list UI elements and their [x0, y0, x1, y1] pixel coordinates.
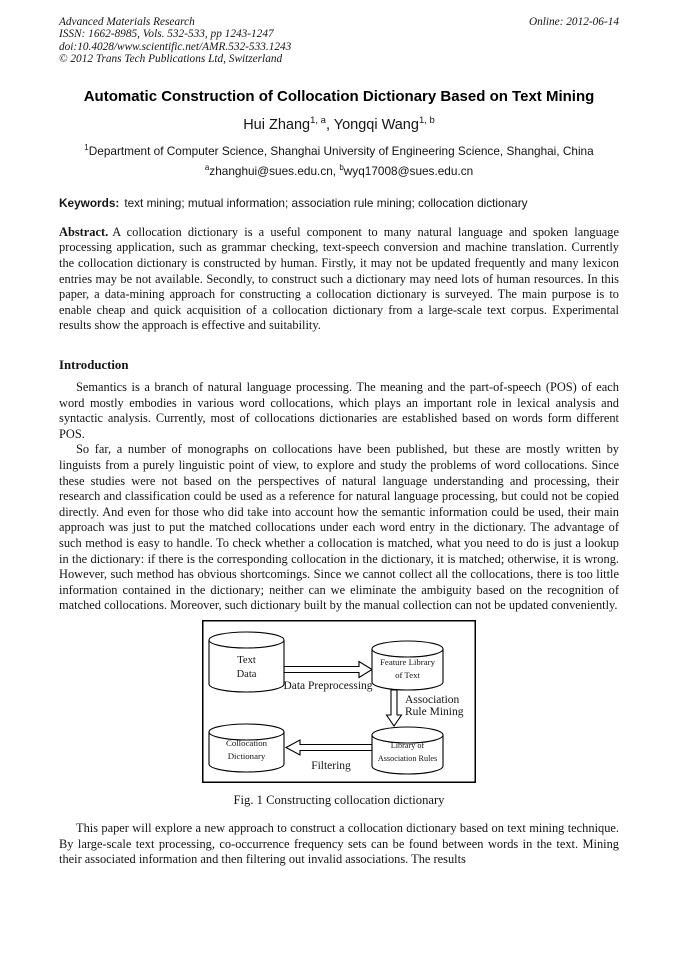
abstract-label: Abstract. — [59, 224, 109, 239]
text-data-label-line2: Data — [237, 669, 257, 680]
collocation-dictionary-label-line1: Collocation — [226, 738, 268, 748]
association-rule-mining-label-line1: Association — [405, 694, 460, 706]
keywords-text: text mining; mutual information; associa… — [124, 195, 528, 210]
affiliation-superscript: 1 — [84, 143, 89, 153]
introduction-heading: Introduction — [59, 358, 129, 373]
author-2: Yongqi Wang — [333, 117, 419, 134]
page-title: Automatic Construction of Collocation Di… — [83, 88, 595, 106]
email-a-superscript: a — [204, 162, 210, 172]
flow-diagram: Data Preprocessing Association Rule Mini… — [202, 619, 476, 783]
association-rules-cylinder: Library of Association Rules — [371, 726, 444, 775]
text-data-label-line1: Text — [237, 655, 256, 666]
association-rule-mining-label-line2: Rule Mining — [405, 706, 464, 718]
author-separator: , — [325, 117, 334, 134]
author-2-superscript: 1, b — [418, 115, 435, 127]
affiliation-text: Department of Computer Science, Shanghai… — [88, 143, 594, 158]
figure-caption: Fig. 1 Constructing collocation dictiona… — [233, 792, 445, 807]
data-preprocessing-arrow — [283, 660, 374, 679]
collocation-dictionary-label-line2: Dictionary — [228, 751, 266, 761]
data-preprocessing-label: Data Preprocessing — [283, 680, 372, 692]
collocation-dictionary-cylinder: Collocation Dictionary — [208, 723, 285, 773]
feature-library-label-line1: Feature Library — [380, 657, 436, 667]
filtering-arrow — [284, 739, 373, 756]
emails-line: azhanghui@sues.edu.cn, bwyq17008@sues.ed… — [0, 163, 678, 178]
online-date: Online: 2012-06-14 — [528, 16, 619, 28]
author-1: Hui Zhang — [243, 117, 311, 134]
association-rules-label-line2: Association Rules — [378, 754, 437, 763]
abstract-text: A collocation dictionary is a useful com… — [59, 224, 619, 333]
figure-border — [202, 619, 476, 783]
doi-line: doi:10.4028/www.scientific.net/AMR.532-5… — [59, 40, 292, 53]
keywords-label: Keywords: — [59, 195, 120, 210]
affiliation-line: 1Department of Computer Science, Shangha… — [0, 143, 678, 158]
intro-paragraph-2: So far, a number of monographs on colloc… — [59, 442, 619, 613]
abstract-paragraph: Abstract.A collocation dictionary is a u… — [59, 225, 619, 334]
feature-library-label-line2: of Text — [395, 670, 420, 680]
keywords-line: Keywords: text mining; mutual information… — [59, 196, 619, 210]
journal-name: Advanced Materials Research — [59, 16, 195, 28]
email-b-superscript: b — [339, 162, 344, 172]
text-data-cylinder: Text Data — [208, 631, 285, 693]
association-rules-label-line1: Library of — [391, 741, 425, 750]
intro-paragraph-1: Semantics is a branch of natural languag… — [59, 380, 619, 441]
issn-line: ISSN: 1662-8985, Vols. 532-533, pp 1243-… — [59, 28, 274, 41]
journal-masthead: Advanced Materials Research Online: 2012… — [59, 16, 619, 65]
author-1-superscript: 1, a — [310, 115, 326, 127]
association-rule-mining-arrow — [385, 689, 403, 727]
filtering-label: Filtering — [311, 760, 351, 772]
email-b[interactable]: wyq17008@sues.edu.cn — [343, 163, 474, 178]
figure-1: Data Preprocessing Association Rule Mini… — [202, 619, 476, 788]
feature-library-cylinder: Feature Library of Text — [371, 640, 444, 691]
copyright-line: © 2012 Trans Tech Publications Ltd, Swit… — [59, 52, 283, 65]
authors-line: Hui Zhang1, a, Yongqi Wang1, b — [0, 115, 678, 133]
email-a[interactable]: zhanghui@sues.edu.cn, — [209, 163, 340, 178]
intro-paragraph-3: This paper will explore a new approach t… — [59, 820, 619, 867]
